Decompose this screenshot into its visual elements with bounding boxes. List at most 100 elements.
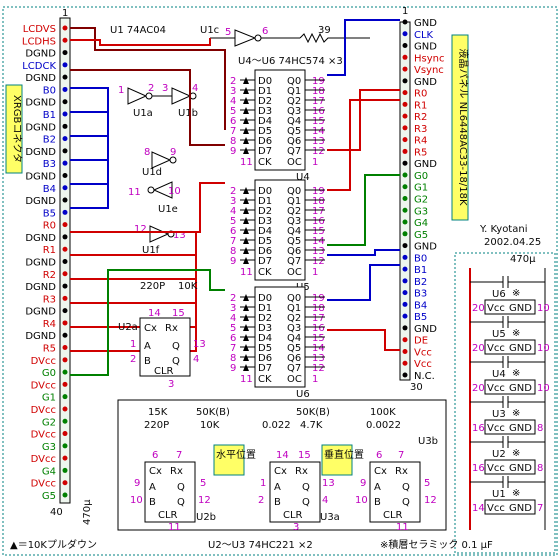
left-pin-dot bbox=[62, 357, 68, 363]
left-pin-label: DGND bbox=[25, 171, 56, 182]
right-pin-dot bbox=[402, 231, 408, 237]
left-pin-dot bbox=[62, 394, 68, 400]
right-pin-dot bbox=[402, 113, 408, 119]
right-pin-dot bbox=[402, 125, 408, 131]
latch-oc-label: OC bbox=[287, 267, 302, 278]
svg-text:U1b: U1b bbox=[178, 108, 198, 119]
svg-text:B: B bbox=[144, 356, 151, 367]
svg-text:220P: 220P bbox=[140, 281, 165, 292]
vcc-label: Vcc bbox=[487, 383, 505, 394]
left-pin-label: DVcc bbox=[31, 380, 56, 391]
right-pin-label: R3 bbox=[414, 124, 427, 135]
right-pin-label: G2 bbox=[414, 195, 428, 206]
right-pin-label: DE bbox=[414, 336, 428, 347]
right-pin-label: GND bbox=[414, 242, 437, 253]
right-pin-dot bbox=[402, 337, 408, 343]
left-pin-dot bbox=[62, 111, 68, 117]
latch-d-pin: 9 bbox=[230, 146, 236, 157]
left-pin-dot bbox=[62, 123, 68, 129]
latch-d-pin: 4 bbox=[230, 313, 236, 324]
svg-text:U1d: U1d bbox=[142, 167, 162, 178]
latch-q-pin: 19 bbox=[312, 186, 325, 197]
latch-q-label: Q4 bbox=[287, 116, 301, 127]
vcc-pin: 16 bbox=[472, 463, 485, 474]
vcc-pin: 20 bbox=[472, 303, 485, 314]
svg-text:15: 15 bbox=[172, 308, 185, 319]
latch-oc-pin: 1 bbox=[312, 267, 318, 278]
right-pin-dot bbox=[402, 196, 408, 201]
right-pin-dot bbox=[402, 137, 408, 143]
latch-d-pin: 3 bbox=[230, 303, 236, 314]
svg-text:Q: Q bbox=[172, 356, 180, 367]
right-pin-dot bbox=[402, 313, 408, 319]
latch-d-label: D3 bbox=[258, 216, 272, 227]
latch-oc-label: OC bbox=[287, 157, 302, 168]
right-pin-dot bbox=[402, 301, 408, 307]
svg-text:2: 2 bbox=[148, 83, 154, 94]
latch-d-pin: 6 bbox=[230, 333, 236, 344]
chip-name: U1 bbox=[492, 489, 506, 500]
author-date: 2002.04.25 bbox=[484, 237, 541, 248]
vcc-label: Vcc bbox=[487, 303, 505, 314]
latch-q-label: Q2 bbox=[287, 206, 301, 217]
left-pin-label: DGND bbox=[25, 196, 56, 207]
right-pin-label: R1 bbox=[414, 100, 427, 111]
latch-q-pin: 17 bbox=[312, 206, 325, 217]
left-pin-dot bbox=[62, 480, 68, 486]
left-pin-label: DGND bbox=[25, 49, 56, 60]
svg-text:10K: 10K bbox=[200, 420, 220, 431]
svg-text:0.0022: 0.0022 bbox=[366, 420, 401, 431]
chip-name: U4 bbox=[492, 369, 506, 380]
svg-text:A: A bbox=[149, 482, 156, 493]
vcc-pin: 16 bbox=[472, 423, 485, 434]
power-section-frame bbox=[454, 252, 556, 554]
right-connector-label: 液晶パネル NL6448AC33-18/18K bbox=[457, 48, 470, 205]
left-pin-dot bbox=[62, 295, 68, 301]
right-pin-dot bbox=[402, 172, 408, 178]
svg-text:39: 39 bbox=[318, 25, 331, 36]
left-connector-label: XRGBコネクタ bbox=[11, 95, 23, 163]
latch-q-pin: 13 bbox=[312, 136, 325, 147]
latch-q-label: Q0 bbox=[287, 293, 301, 304]
svg-text:Q: Q bbox=[302, 482, 310, 493]
right-pin-label: N.C. bbox=[414, 371, 435, 382]
left-pin-label: DGND bbox=[25, 233, 56, 244]
timing-section-frame bbox=[117, 399, 447, 531]
svg-text:4: 4 bbox=[193, 354, 199, 365]
bulk-cap-label: 470μ bbox=[510, 254, 536, 265]
latch-q-label: Q5 bbox=[287, 126, 301, 137]
gnd-label: GND bbox=[509, 423, 532, 434]
latch-d-pin: 5 bbox=[230, 323, 236, 334]
svg-text:6: 6 bbox=[152, 450, 158, 461]
latch-q-label: Q7 bbox=[287, 363, 301, 374]
svg-text:B: B bbox=[149, 497, 156, 508]
right-pin-label: B2 bbox=[414, 277, 427, 288]
svg-text:A: A bbox=[374, 482, 381, 493]
right-pin-label: GND bbox=[414, 77, 437, 88]
latch-q-label: Q4 bbox=[287, 333, 301, 344]
svg-text:Rx: Rx bbox=[395, 466, 408, 477]
latch-d-pin: 8 bbox=[230, 246, 236, 257]
svg-text:11: 11 bbox=[168, 522, 181, 533]
latch-ck-pin: 11 bbox=[240, 267, 253, 278]
svg-text:Q: Q bbox=[177, 497, 185, 508]
left-pin-label: R0 bbox=[43, 221, 56, 232]
left-pin-dot bbox=[62, 308, 68, 314]
gnd-pin: 7 bbox=[537, 503, 543, 514]
latch-d-label: D0 bbox=[258, 186, 272, 197]
u2a-monostable: 220P 10K U2a Cx Rx A B Q Q CLR 14 15 1 2… bbox=[118, 281, 206, 390]
latch-name: U6 bbox=[296, 389, 310, 400]
left-pin-dot bbox=[62, 209, 68, 215]
latch-oc-label: OC bbox=[287, 374, 302, 385]
left-pin-label: DGND bbox=[25, 331, 56, 342]
right-pin-dot bbox=[402, 43, 408, 49]
latch-d-label: D6 bbox=[258, 136, 272, 147]
svg-text:Q: Q bbox=[402, 497, 410, 508]
svg-text:12: 12 bbox=[424, 495, 437, 506]
svg-text:1: 1 bbox=[130, 339, 136, 350]
gnd-pin: 8 bbox=[537, 463, 543, 474]
left-pin-label: R4 bbox=[43, 319, 56, 330]
svg-text:14: 14 bbox=[276, 450, 289, 461]
